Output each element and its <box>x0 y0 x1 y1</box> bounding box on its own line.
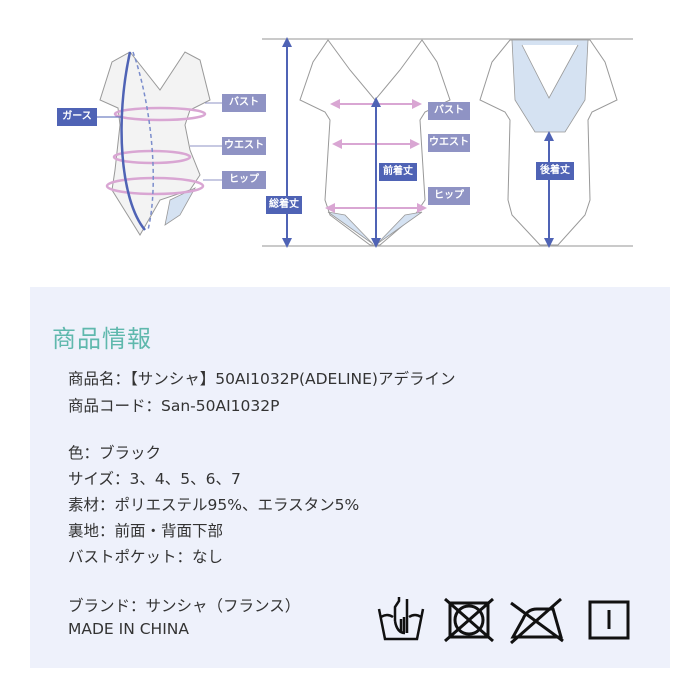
girth-label: ガース <box>57 108 97 126</box>
hand-wash-icon <box>377 597 425 641</box>
front-bust-label: バスト <box>428 102 470 120</box>
size-diagram <box>97 37 633 248</box>
origin: MADE IN CHINA <box>68 620 189 638</box>
line-dry-icon <box>588 600 630 640</box>
leotard-3d-illustration <box>97 51 222 236</box>
total-length-label: 総着丈 <box>266 196 302 214</box>
bust-label: バスト <box>222 94 266 112</box>
product-info-panel: 商品情報 商品名：【サンシャ】50AI1032P(ADELINE)アデライン 商… <box>30 287 670 668</box>
product-color: 色：ブラック <box>68 444 162 462</box>
no-tumble-dry-icon <box>444 597 494 643</box>
product-lining: 裏地：前面・背面下部 <box>68 522 224 540</box>
front-hip-label: ヒップ <box>428 187 470 205</box>
product-code: 商品コード：San-50AI1032P <box>68 397 280 415</box>
bust-pocket: バストポケット：なし <box>68 548 224 566</box>
hip-label: ヒップ <box>222 171 266 189</box>
no-iron-icon <box>510 597 564 645</box>
front-length-label: 前着丈 <box>379 163 417 181</box>
back-length-label: 後着丈 <box>536 162 574 180</box>
front-waist-label: ウエスト <box>428 134 470 152</box>
section-title: 商品情報 <box>52 325 152 353</box>
leotard-front-illustration <box>299 39 451 248</box>
product-name: 商品名：【サンシャ】50AI1032P(ADELINE)アデライン <box>68 370 456 388</box>
brand: ブランド：サンシャ（フランス） <box>68 597 301 615</box>
care-icons <box>375 595 645 649</box>
waist-label: ウエスト <box>222 137 266 155</box>
product-material: 素材：ポリエステル95%、エラスタン5% <box>68 496 360 514</box>
product-sizes: サイズ：3、4、5、6、7 <box>68 470 241 488</box>
leotard-back-illustration <box>479 39 618 248</box>
